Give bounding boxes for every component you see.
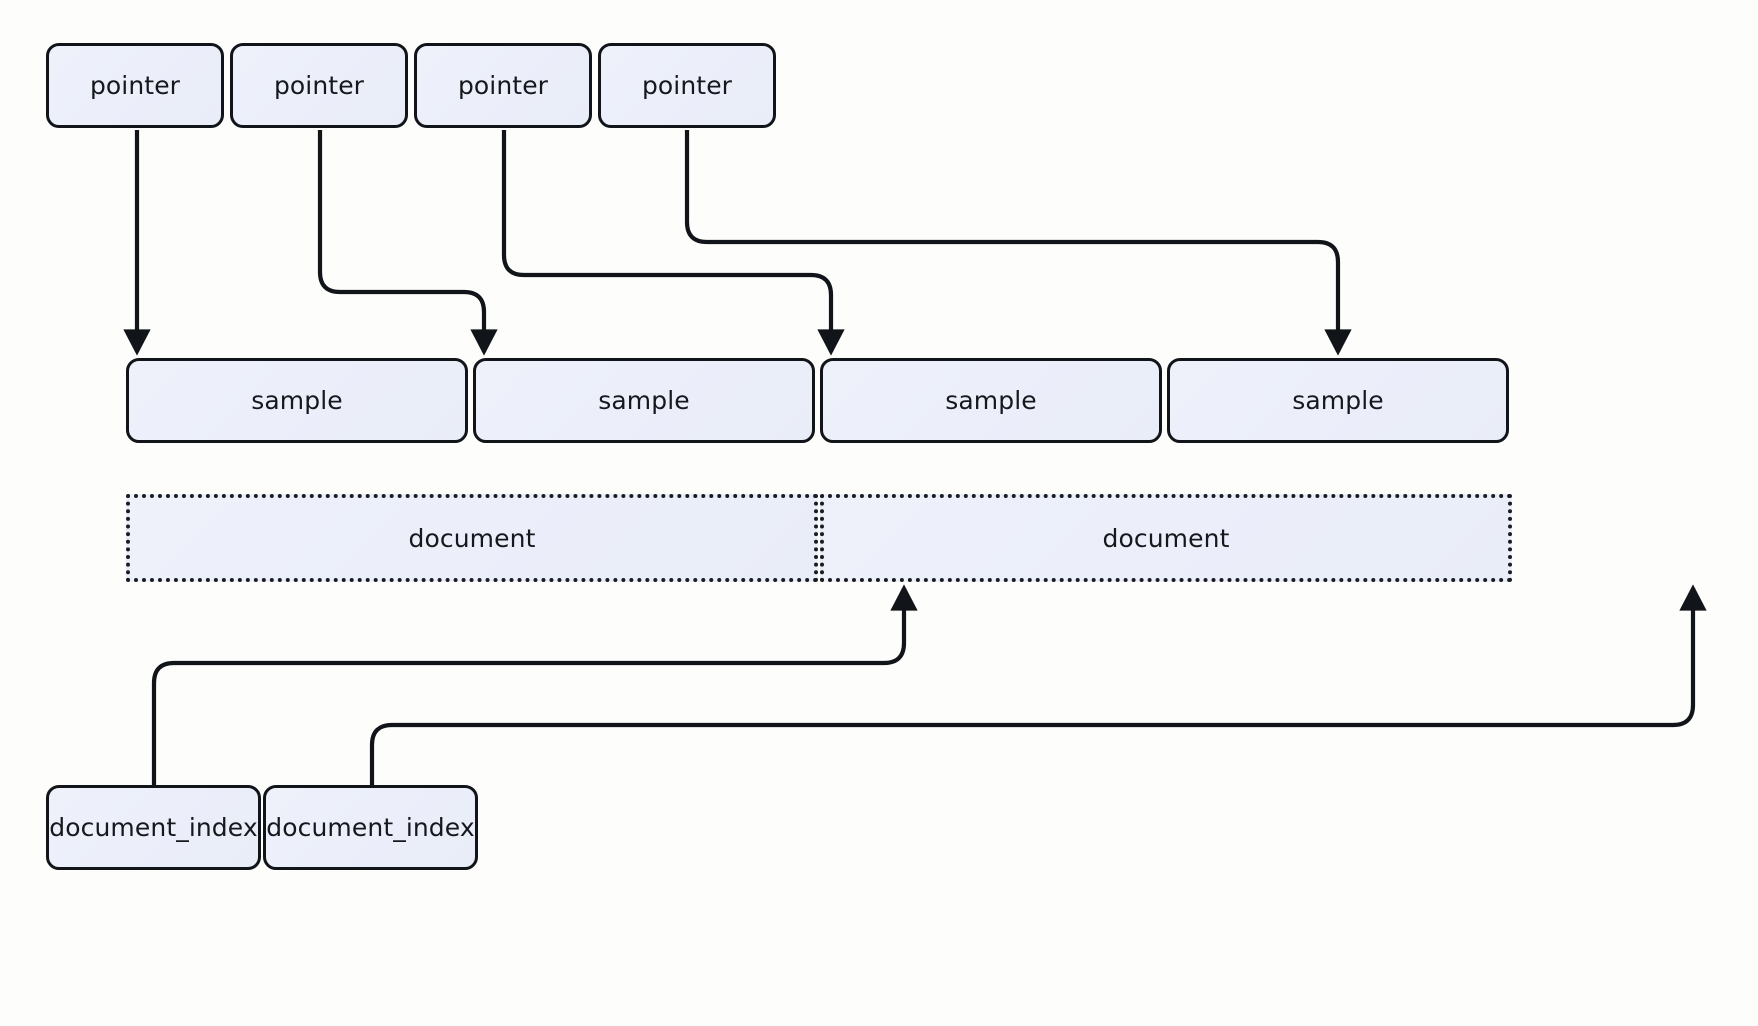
node-pointer-1[interactable]: pointer	[46, 43, 224, 128]
node-label: document	[1102, 523, 1230, 553]
node-label: pointer	[641, 71, 733, 100]
node-label: document	[408, 523, 536, 553]
node-pointer-4[interactable]: pointer	[598, 43, 776, 128]
node-document-index-2[interactable]: document_index	[263, 785, 478, 870]
node-document-index-1[interactable]: document_index	[46, 785, 261, 870]
node-label: sample	[598, 386, 690, 415]
node-label: pointer	[457, 71, 549, 100]
edge-pointer-3-to-sample-3	[501, 130, 845, 356]
node-label: sample	[945, 386, 1037, 415]
node-label: document_index	[49, 813, 258, 842]
node-sample-3[interactable]: sample	[820, 358, 1162, 443]
node-label: sample	[251, 386, 343, 415]
edge-document-index-1-to-document-1	[151, 584, 918, 785]
node-label: document_index	[266, 813, 475, 842]
node-pointer-3[interactable]: pointer	[414, 43, 592, 128]
node-document-2[interactable]: document	[820, 494, 1512, 582]
node-label: pointer	[89, 71, 181, 100]
node-label: pointer	[273, 71, 365, 100]
edge-pointer-4-to-sample-4	[684, 130, 1352, 356]
node-label: sample	[1292, 386, 1384, 415]
node-sample-4[interactable]: sample	[1167, 358, 1509, 443]
node-sample-1[interactable]: sample	[126, 358, 468, 443]
node-pointer-2[interactable]: pointer	[230, 43, 408, 128]
edge-document-index-2-to-document-2	[369, 584, 1707, 785]
edge-pointer-2-to-sample-2	[317, 130, 498, 356]
node-sample-2[interactable]: sample	[473, 358, 815, 443]
node-document-1[interactable]: document	[126, 494, 818, 582]
